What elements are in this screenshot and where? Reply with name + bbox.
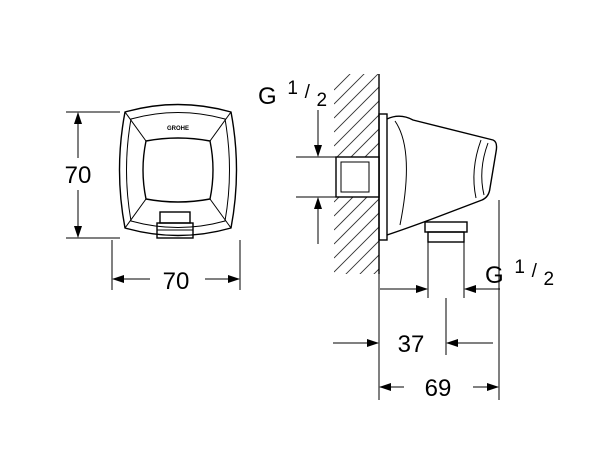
outlet-thread-label: G 1 / 2 (485, 252, 554, 290)
front-height-label: 70 (65, 162, 92, 189)
outlet-thread-callout: G 1 / 2 (380, 242, 554, 298)
brand-logo: GROHE (167, 126, 189, 132)
outlet-offset-dimension: 37 (333, 274, 493, 400)
outlet-thread-denominator: 2 (544, 269, 555, 290)
inlet-thread-callout: G 1 / 2 (258, 73, 327, 244)
front-inner-square (142, 137, 214, 203)
front-width-dimension: 70 (111, 240, 241, 295)
front-height-dimension: 70 (65, 111, 120, 239)
side-outlet-connector (424, 221, 468, 243)
outlet-thread-numerator: 1 (514, 257, 525, 278)
inlet-thread-block (296, 156, 380, 198)
depth-dimension: 69 (379, 200, 500, 402)
front-outlet-connector (156, 211, 194, 239)
front-outer-outline (118, 103, 238, 237)
inlet-thread-numerator: 1 (287, 78, 298, 99)
side-body-outline (386, 115, 498, 236)
inlet-thread-slash: / (305, 82, 311, 103)
outlet-offset-label: 37 (398, 331, 425, 358)
inlet-thread-denominator: 2 (317, 90, 328, 111)
inlet-thread-prefix: G (258, 83, 277, 110)
front-bevel-outline (126, 112, 230, 228)
front-view: GROHE (118, 103, 238, 239)
inlet-thread-label: G 1 / 2 (258, 73, 327, 111)
side-body (378, 113, 498, 243)
front-width-label: 70 (163, 268, 190, 295)
depth-label: 69 (425, 375, 452, 402)
outlet-thread-prefix: G (485, 262, 504, 289)
outlet-thread-slash: / (532, 261, 538, 282)
